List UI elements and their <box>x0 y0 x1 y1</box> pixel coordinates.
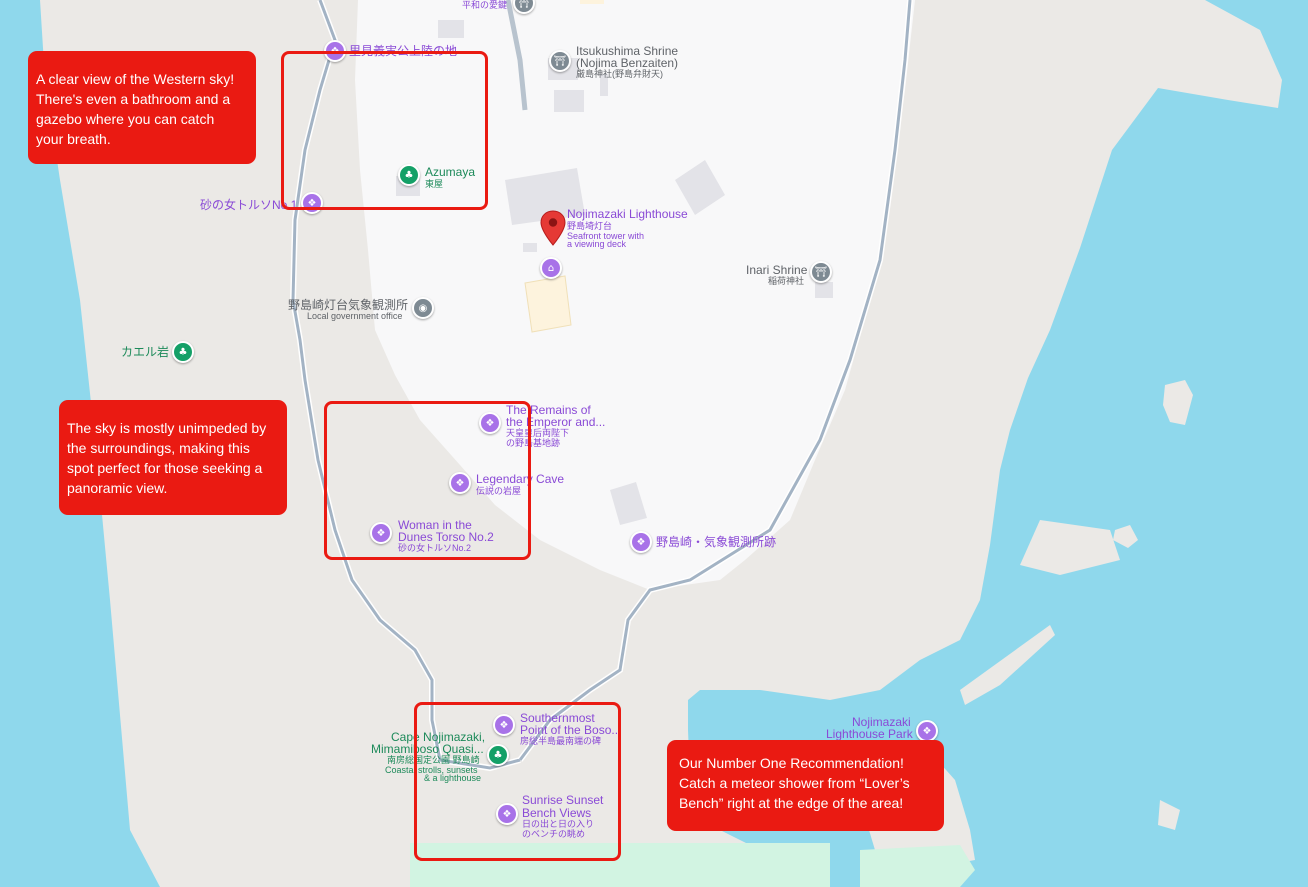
place-label: Itsukushima Shrine <box>576 44 679 58</box>
highlight-box-azumaya <box>281 51 488 210</box>
rock-1 <box>1163 380 1193 425</box>
attraction-icon[interactable]: ❖ <box>916 720 938 742</box>
highlight-box-southernmost <box>414 702 621 861</box>
callout-line: There's even a bathroom and a <box>36 91 231 107</box>
callout-line: panoramic view. <box>67 480 168 496</box>
place-label: Point of the Boso... <box>520 723 622 737</box>
building <box>438 20 464 38</box>
place-label: Dunes Torso No.2 <box>398 530 494 544</box>
place-label: Mimamiboso Quasi... <box>371 742 484 756</box>
callout-line: Catch a meteor shower from “Lover’s <box>679 775 910 791</box>
park-tree-icon[interactable]: ♣ <box>487 744 509 766</box>
place-label-jp: 野島埼灯台 <box>567 221 613 231</box>
place-label: 野島崎・気象観測所跡 <box>656 535 777 549</box>
place-label: Inari Shrine <box>746 263 808 277</box>
east-land <box>1020 520 1120 575</box>
place-label: 砂の女トルソNo.1 <box>200 198 298 212</box>
place-label-jp: 稲荷神社 <box>768 276 805 286</box>
callout-line: Bench” right at the edge of the area! <box>679 795 904 811</box>
callout-line: the surroundings, making this <box>67 440 250 456</box>
place-label: 平和の愛鍵 <box>462 0 508 10</box>
place-label-jp: 東屋 <box>425 179 444 189</box>
place-label: Azumaya <box>425 165 476 179</box>
building <box>675 160 725 215</box>
building <box>524 275 572 333</box>
park-tree-icon[interactable]: ♣ <box>398 164 420 186</box>
attraction-icon[interactable]: ❖ <box>479 412 501 434</box>
callout-panoramic: The sky is mostly unimpeded by the surro… <box>59 400 287 515</box>
attraction-icon[interactable]: ❖ <box>449 472 471 494</box>
place-label: Southernmost <box>520 711 595 725</box>
callout-line: spot perfect for those seeking a <box>67 460 263 476</box>
building <box>610 482 647 525</box>
callout-recommendation: Our Number One Recommendation! Catch a m… <box>667 740 944 831</box>
rock-2 <box>1113 525 1138 548</box>
place-label-jp: 南房総国定公園 野島崎 <box>387 755 480 765</box>
place-label: Woman in the <box>398 518 472 532</box>
building <box>523 243 537 252</box>
building <box>505 168 585 225</box>
place-desc: a viewing deck <box>567 239 627 249</box>
place-label: カエル岩 <box>121 345 170 359</box>
urban-area <box>355 0 915 590</box>
callout-line: gazebo where you can catch <box>36 111 215 127</box>
place-desc: Local government office <box>307 311 403 321</box>
place-label-jp: の野島基地跡 <box>506 438 561 448</box>
building <box>600 74 608 96</box>
place-label-jp: 日の出と日の入り <box>522 819 595 829</box>
red-map-pin-icon[interactable] <box>540 210 566 246</box>
place-desc: & a lighthouse <box>424 773 482 783</box>
park-tree-icon[interactable]: ♣ <box>172 341 194 363</box>
shrine-icon[interactable]: ⛩ <box>549 50 571 72</box>
callout-line: your breath. <box>36 131 111 147</box>
museum-icon[interactable]: ⌂ <box>540 257 562 279</box>
shrine-icon[interactable]: ⛩ <box>810 261 832 283</box>
shrine-icon[interactable]: ⛩ <box>513 0 535 14</box>
place-desc: Coastal strolls, sunsets <box>385 765 478 775</box>
office-icon[interactable]: ◉ <box>412 297 434 319</box>
place-label: Nojimazaki Lighthouse <box>567 207 688 221</box>
highlight-box-cave <box>324 401 531 560</box>
rock-5 <box>1158 800 1180 830</box>
place-label-jp: のベンチの眺め <box>522 829 586 839</box>
place-label-jp: 砂の女トルソNo.2 <box>398 543 472 553</box>
place-label-jp: 天皇皇后両陛下 <box>506 428 570 438</box>
callout-line: The sky is mostly unimpeded by <box>67 420 267 436</box>
place-label: Legendary Cave <box>476 472 565 486</box>
place-label: Sunrise Sunset <box>522 793 604 807</box>
place-label: Bench Views <box>522 806 592 820</box>
rock-3 <box>960 625 1055 705</box>
place-label: Nojimazaki <box>852 715 911 729</box>
place-label-jp: 厳島神社(野島弁財天) <box>576 69 663 79</box>
building <box>815 282 833 298</box>
callout-line: A clear view of the Western sky! <box>36 71 235 87</box>
attraction-icon[interactable]: ❖ <box>370 522 392 544</box>
road-north <box>505 0 528 111</box>
place-desc: Seafront tower with <box>567 231 645 241</box>
attraction-icon[interactable]: ❖ <box>493 714 515 736</box>
building <box>580 0 604 4</box>
place-label-jp: 伝説の岩屋 <box>476 486 522 496</box>
building <box>554 90 584 112</box>
attraction-icon[interactable]: ❖ <box>630 531 652 553</box>
beach-right <box>860 845 975 887</box>
road-east-line <box>518 0 912 761</box>
attraction-icon[interactable]: ❖ <box>496 803 518 825</box>
callout-western-sky: A clear view of the Western sky! There's… <box>28 51 256 164</box>
place-label-jp: 房総半島最南端の碑 <box>520 736 602 746</box>
place-label: Lighthouse Park <box>826 727 913 741</box>
callout-line: Our Number One Recommendation! <box>679 755 904 771</box>
place-label: 野島崎灯台気象観測所 <box>288 298 409 312</box>
place-label: (Nojima Benzaiten) <box>576 56 679 70</box>
